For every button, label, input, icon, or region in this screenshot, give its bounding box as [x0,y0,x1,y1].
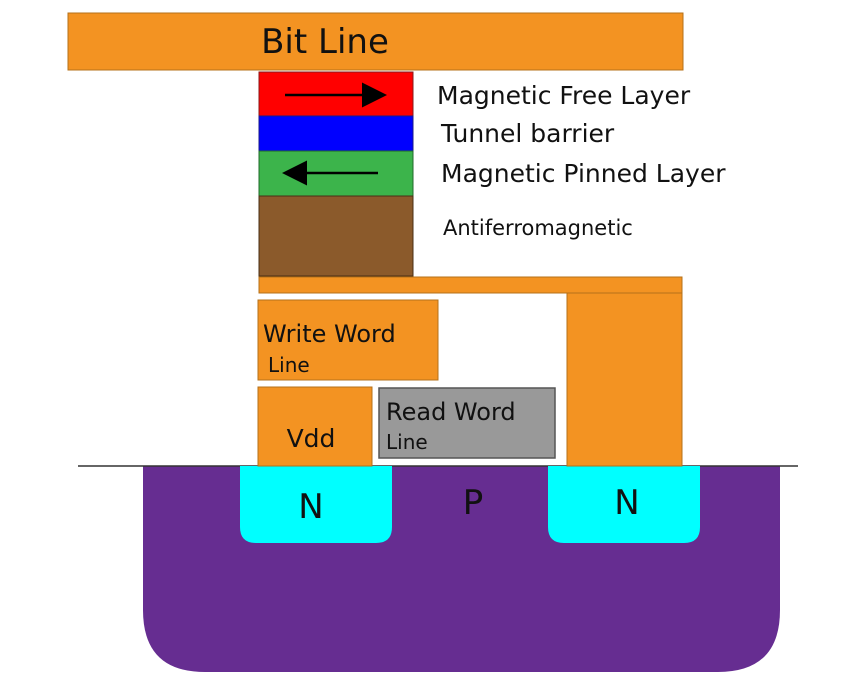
via-to-drain [566,292,683,467]
read-word-label-2: Line [386,430,428,454]
n-right-label: N [614,483,639,523]
vdd-label: Vdd [287,424,336,453]
n-region-right [548,466,700,543]
bit-line-label: Bit Line [261,22,389,62]
n-left-label: N [298,487,323,527]
free-layer-label: Magnetic Free Layer [437,81,691,110]
bottom-electrode [258,276,683,294]
read-word-line [378,387,556,459]
vdd-contact [257,386,373,467]
p-region-label: P [463,483,484,523]
tunnel-barrier [258,115,414,152]
write-word-line [257,299,439,381]
bit-line [67,12,684,71]
tunnel-barrier-label: Tunnel barrier [440,119,615,148]
write-word-label: Write Word [263,320,396,348]
write-word-label-2: Line [268,353,310,377]
pinned-layer-label: Magnetic Pinned Layer [441,159,726,188]
antiferromagnetic-layer [258,195,414,277]
read-word-label: Read Word [386,398,516,426]
antiferro-label: Antiferromagnetic [443,216,633,240]
n-region-left [240,466,392,543]
